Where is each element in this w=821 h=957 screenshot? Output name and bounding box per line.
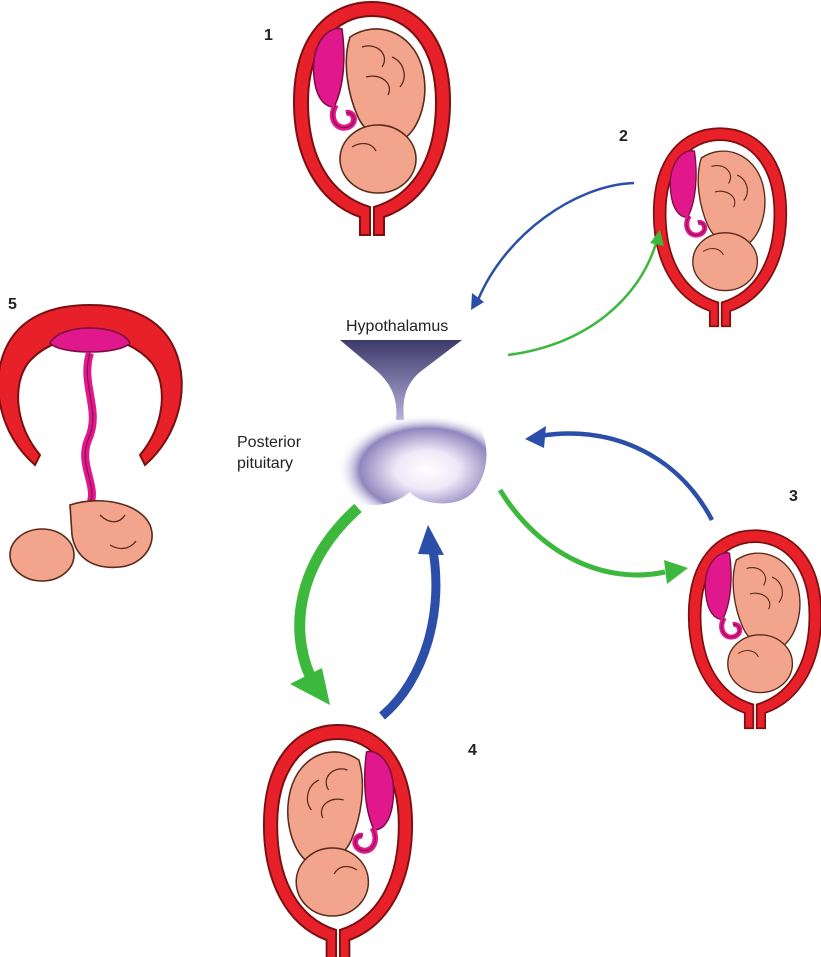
posterior-pituitary-label: Posterior pituitary bbox=[237, 432, 301, 474]
stage-number-5: 5 bbox=[8, 296, 17, 314]
signal-to-hypothalamus-arrow bbox=[471, 183, 634, 310]
uterus-stage-1-illustration bbox=[294, 2, 450, 235]
oxytocin-to-stage-2-arrow bbox=[508, 230, 664, 355]
oxytocin-to-stage-4-arrow bbox=[290, 508, 358, 705]
stage-number-2: 2 bbox=[619, 128, 628, 146]
hypothalamus-label: Hypothalamus bbox=[346, 316, 448, 337]
pituitary-gland-illustration bbox=[337, 340, 486, 505]
uterus-stage-5-delivery-illustration bbox=[0, 305, 182, 581]
oxytocin-to-stage-3-arrow bbox=[500, 490, 688, 584]
signal-from-stage-4-arrow bbox=[382, 525, 444, 716]
uterus-stage-2-illustration bbox=[654, 128, 787, 326]
posterior-pituitary-line-1: Posterior bbox=[237, 432, 301, 453]
stage-number-1: 1 bbox=[264, 27, 273, 45]
posterior-pituitary-line-2: pituitary bbox=[237, 453, 301, 474]
uterus-stage-4-illustration bbox=[264, 725, 412, 957]
uterus-stage-3-illustration bbox=[689, 530, 821, 728]
stage-number-4: 4 bbox=[468, 742, 477, 760]
stage-number-3: 3 bbox=[789, 488, 798, 506]
signal-from-stage-3-arrow bbox=[525, 426, 712, 520]
